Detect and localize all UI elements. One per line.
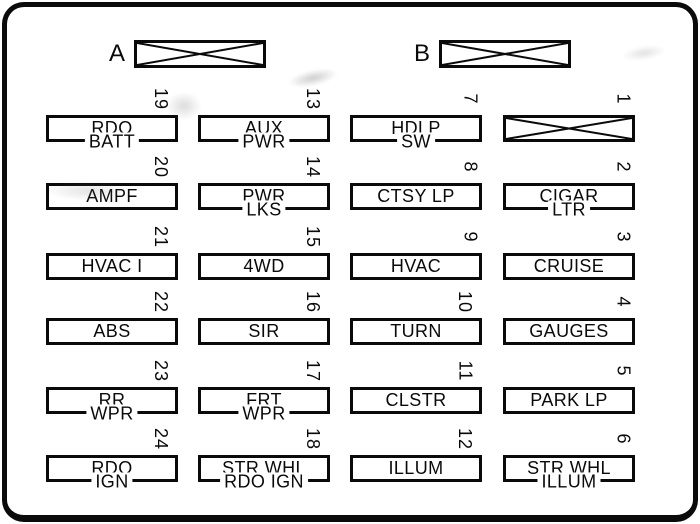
fuse-number: 18 xyxy=(302,427,323,451)
fuse-label-secondary: WPR xyxy=(238,404,290,424)
fuse-6: 6 STR WHL ILLUM xyxy=(503,433,635,492)
fuse-5: 5 PARK LP xyxy=(503,365,635,414)
connector-b-label: B xyxy=(413,40,430,67)
fuse-13: 13 AUX PWR xyxy=(198,88,330,152)
fuse-label: CRUISE xyxy=(533,256,605,276)
fuse-7: 7 HDLP SW xyxy=(350,93,482,152)
fuse-8: 8 CTSY LP xyxy=(350,161,482,210)
fuse-18: 18 STR WHL RDO IGN xyxy=(198,428,330,492)
fuse-number: 4 xyxy=(613,296,634,308)
fuse-14: 14 PWR LKS xyxy=(198,156,330,220)
fuse-label-secondary: ILLUM xyxy=(537,472,601,492)
fuse-number: 15 xyxy=(302,225,323,249)
fuse-label: SIR xyxy=(248,321,280,341)
fuse-label: PARK LP xyxy=(530,390,608,410)
fuse-label-secondary: PWR xyxy=(238,132,290,152)
fuse-number: 6 xyxy=(613,433,634,445)
fuse-17: 17 FRT WPR xyxy=(198,360,330,424)
fuse-number: 12 xyxy=(454,427,475,451)
fuse-number: 5 xyxy=(613,365,634,377)
fuse-label-secondary: WPR xyxy=(86,404,138,424)
fuse-label: AMPF xyxy=(86,186,138,206)
connector-b-crossed-box xyxy=(439,40,571,68)
fuse-number: 21 xyxy=(150,225,171,249)
fuse-label-secondary: RDO IGN xyxy=(220,472,308,492)
fuse-number: 19 xyxy=(150,87,171,111)
fuse-20: 20 AMPF xyxy=(46,156,178,210)
fuse-1: 1 xyxy=(503,93,635,142)
fuse-label: 4WD xyxy=(243,256,285,276)
fuse-23: 23 RR WPR xyxy=(46,360,178,424)
fuse-number: 20 xyxy=(150,155,171,179)
connector-b: B xyxy=(406,40,571,68)
fuse-9: 9 HVAC xyxy=(350,231,482,280)
fuse-24: 24 RDO IGN xyxy=(46,428,178,492)
fuse-number: 23 xyxy=(150,359,171,383)
x-cross-icon xyxy=(506,118,632,139)
fuse-label: HVAC I xyxy=(81,256,143,276)
fuse-3: 3 CRUISE xyxy=(503,231,635,280)
fuse-21: 21 HVAC I xyxy=(46,226,178,280)
fuse-label: HVAC xyxy=(390,256,442,276)
fuse-11: 11 CLSTR xyxy=(350,361,482,414)
fuse-number: 2 xyxy=(613,161,634,173)
fuse-16: 16 SIR xyxy=(198,291,330,345)
fuse-number: 9 xyxy=(460,231,481,243)
fuse-number: 3 xyxy=(613,231,634,243)
fuse-label: TURN xyxy=(390,321,442,341)
fuse-label-secondary: LTR xyxy=(548,200,590,220)
x-cross-icon xyxy=(137,43,263,65)
fuse-label: CLSTR xyxy=(385,390,447,410)
fuse-number: 10 xyxy=(454,290,475,314)
fuse-4: 4 GAUGES xyxy=(503,296,635,345)
fuse-number: 13 xyxy=(302,87,323,111)
fuse-number: 8 xyxy=(460,161,481,173)
fuse-number: 11 xyxy=(455,360,476,382)
fuse-number: 14 xyxy=(302,155,323,179)
fuse-12: 12 ILLUM xyxy=(350,428,482,482)
fuse-22: 22 ABS xyxy=(46,291,178,345)
fuse-number: 7 xyxy=(460,93,481,105)
fuse-number: 1 xyxy=(613,93,634,105)
x-cross-icon xyxy=(442,43,568,65)
fuse-label: GAUGES xyxy=(529,321,609,341)
fuse-number: 24 xyxy=(150,427,171,451)
fuse-label: ABS xyxy=(93,321,131,341)
fuse-label-secondary: BATT xyxy=(84,132,140,152)
fuse-label: ILLUM xyxy=(388,458,444,478)
connector-a-crossed-box xyxy=(134,40,266,68)
connector-a: A xyxy=(101,40,266,68)
fuse-label: CTSY LP xyxy=(377,186,455,206)
fuse-label-secondary: SW xyxy=(397,132,435,152)
fuse-label-secondary: LKS xyxy=(242,200,286,220)
fuse-2: 2 CIGAR LTR xyxy=(503,161,635,220)
connector-a-label: A xyxy=(108,40,125,67)
fuse-10: 10 TURN xyxy=(350,291,482,345)
fuse-15: 15 4WD xyxy=(198,226,330,280)
fuse-number: 16 xyxy=(302,290,323,314)
fuse-label-secondary: IGN xyxy=(91,472,133,492)
fuse-number: 22 xyxy=(150,290,171,314)
fuse-19: 19 RDO BATT xyxy=(46,88,178,152)
fuse-number: 17 xyxy=(302,359,323,383)
